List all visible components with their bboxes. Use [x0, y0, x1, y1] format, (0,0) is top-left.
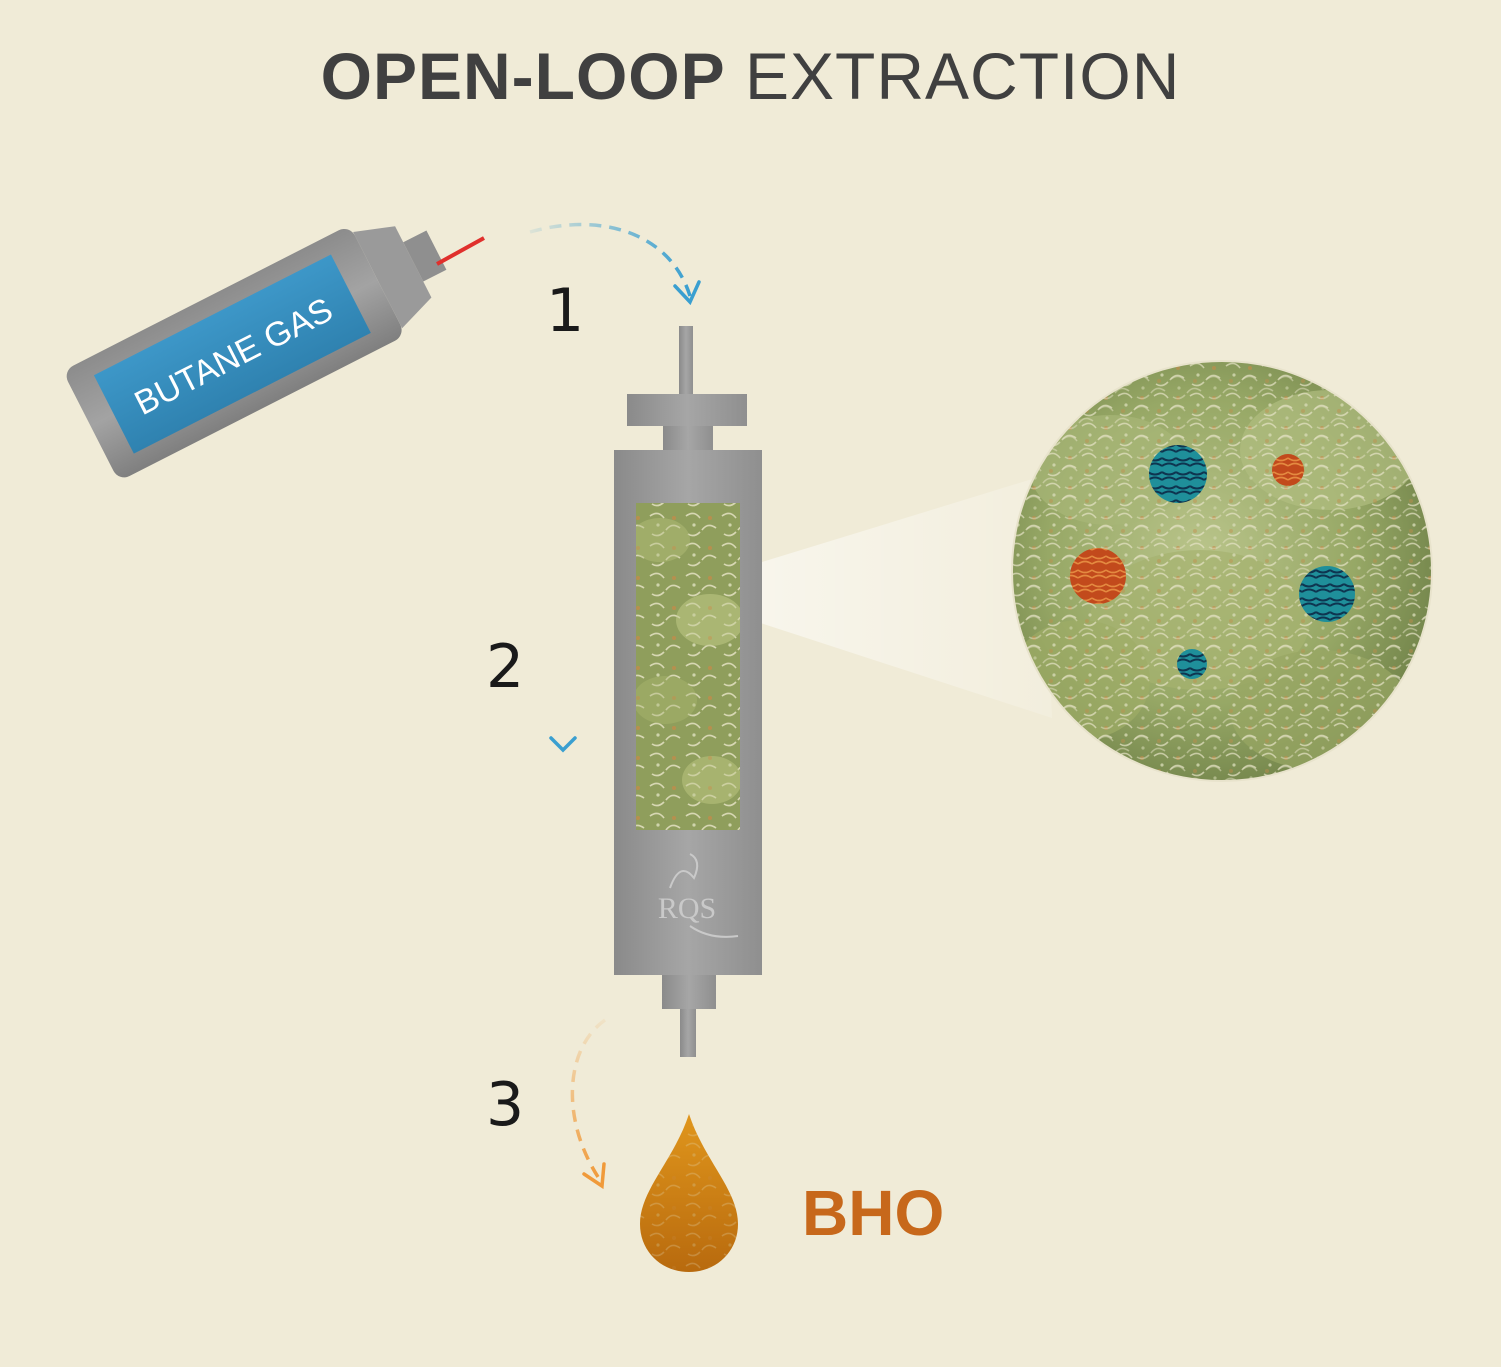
step-3-label: 3 [486, 1070, 525, 1140]
tube-top-neck [663, 426, 713, 452]
flow-arrow-1 [529, 222, 701, 306]
page-title: OPEN-LOOP EXTRACTION [0, 38, 1501, 114]
tube-top-pipe [679, 326, 693, 396]
flow-arrow-3 [570, 1018, 607, 1190]
canister-shoulder [353, 226, 432, 329]
rqs-logo-text: RQS [658, 892, 716, 925]
title-light: EXTRACTION [745, 39, 1181, 113]
zoom-beam [736, 476, 1052, 718]
butane-canister: BUTANE GAS [66, 226, 447, 478]
bho-drop [640, 1114, 738, 1272]
rqs-lion-mark [669, 853, 699, 889]
spray-line [436, 236, 485, 266]
flow-arrow-2 [549, 558, 577, 753]
tube-window [636, 503, 740, 830]
molecule-blue [1299, 566, 1355, 622]
molecule-blue [1149, 445, 1207, 503]
zoom-circle [1011, 360, 1433, 782]
canister-nozzle [403, 230, 447, 282]
step-1-label: 1 [546, 276, 585, 346]
tube-bottom-neck [662, 975, 716, 1009]
molecule-red [1070, 548, 1126, 604]
canister-label [93, 254, 371, 454]
arrow-3-head [582, 1162, 606, 1190]
step-2-label: 2 [486, 632, 525, 702]
molecule-blue [1177, 649, 1207, 679]
rqs-swash [689, 925, 739, 938]
title-bold: OPEN-LOOP [320, 39, 726, 113]
product-label: BHO [802, 1177, 945, 1249]
arrow-1-head [673, 280, 701, 306]
tube-top-cap [627, 394, 747, 426]
extraction-tube: RQS [614, 326, 762, 1057]
tube-bottom-pipe [680, 1009, 696, 1057]
arrow-2-head [549, 736, 577, 753]
rqs-logo: RQS [658, 853, 739, 938]
molecule-red [1272, 454, 1304, 486]
